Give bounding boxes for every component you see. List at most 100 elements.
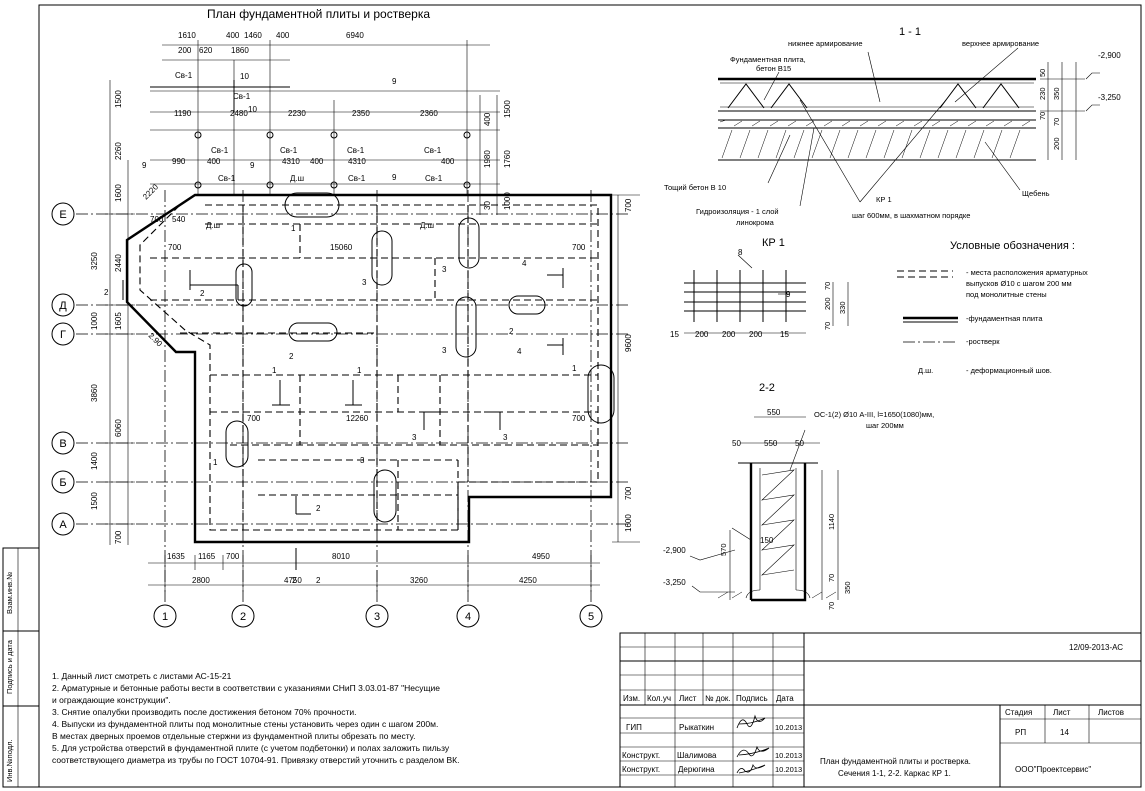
cut-4a: 4 bbox=[522, 259, 527, 268]
note-line-6: В местах дверных проемов отдельные стерж… bbox=[52, 731, 415, 741]
dim-bot-700: 700 bbox=[226, 552, 240, 561]
legend-slab: -фундаментная плита bbox=[966, 314, 1043, 323]
axis-bubble-B: Б bbox=[51, 470, 75, 494]
right-dimension-chain bbox=[479, 95, 640, 543]
s11-dim-70b: 70 bbox=[1052, 118, 1061, 126]
legend-dsh-abbr: Д.ш. bbox=[918, 366, 933, 375]
mark-sv1-f: Св-1 bbox=[424, 146, 442, 155]
dim-row4-4310b: 4310 bbox=[348, 157, 366, 166]
note-line-4: 3. Снятие опалубки производить после дос… bbox=[52, 707, 356, 717]
dim-top2-620: 620 bbox=[199, 46, 213, 55]
axis-label-E: Е bbox=[59, 209, 66, 221]
s22-dim-550b: 550 bbox=[764, 439, 778, 448]
dim-top-6940: 6940 bbox=[346, 31, 364, 40]
dim-rtop-30: 30 bbox=[483, 201, 492, 210]
s11-label-slab-concrete: бетон В15 bbox=[756, 64, 791, 73]
dim-inner-540: 540 bbox=[172, 215, 186, 224]
dim-inner-700a: 700 bbox=[150, 215, 164, 224]
dim-left-1500b: 1500 bbox=[90, 492, 99, 510]
tb-sheet-name-2: Сечения 1-1, 2-2. Каркас КР 1. bbox=[838, 769, 951, 778]
s11-dim-50: 50 bbox=[1038, 69, 1047, 77]
axis-bubble-E: Е bbox=[51, 202, 75, 226]
mark-sv1-d: Св-1 bbox=[280, 146, 298, 155]
dim-row4-4310a: 4310 bbox=[282, 157, 300, 166]
dim-row4-990: 990 bbox=[172, 157, 186, 166]
axis-label-4: 4 bbox=[465, 611, 471, 623]
legend-symbols bbox=[897, 270, 958, 343]
dim-top-1610: 1610 bbox=[178, 31, 196, 40]
legend-outlet-3: под монолитные стены bbox=[966, 290, 1047, 299]
kr1-title: КР 1 bbox=[762, 237, 785, 249]
dim-row4-400b: 400 bbox=[310, 157, 324, 166]
kr1-dim-330: 330 bbox=[838, 301, 847, 314]
kr1-dim-200a: 200 bbox=[695, 330, 709, 339]
dim-bot-8010: 8010 bbox=[332, 552, 350, 561]
mark-sv1-g: Св-1 bbox=[218, 174, 236, 183]
dim-left-2260: 2260 bbox=[114, 142, 123, 160]
axis-label-1: 1 bbox=[162, 611, 168, 623]
side-stamp-frame bbox=[2, 547, 40, 788]
kr1-dim-70b: 70 bbox=[823, 322, 832, 330]
slab-openings bbox=[225, 192, 615, 523]
mark-sv1-b: Св-1 bbox=[233, 92, 251, 101]
cut-3c: 3 bbox=[442, 346, 447, 355]
tb-date-row3: 10.2013 bbox=[775, 765, 802, 774]
axis-bubble-2: 2 bbox=[231, 604, 255, 628]
dim-bot-4750: 4750 bbox=[284, 576, 302, 585]
dim-right-700b: 700 bbox=[624, 486, 633, 500]
cut-1c: 1 bbox=[357, 366, 362, 375]
cut-3e: 3 bbox=[503, 433, 508, 442]
dim-small-10a: 10 bbox=[240, 72, 249, 81]
kr1-dim-15a: 15 bbox=[670, 330, 679, 339]
dim-inner-700c: 700 bbox=[572, 243, 586, 252]
axis-bubble-D: Д bbox=[51, 293, 75, 317]
axis-bubble-A: А bbox=[51, 512, 75, 536]
axis-bubble-3: 3 bbox=[365, 604, 389, 628]
legend-raft: -ростверк bbox=[966, 337, 1000, 346]
dim-row3-2480: 2480 bbox=[230, 109, 248, 118]
mark-sv1-e: Св-1 bbox=[347, 146, 365, 155]
tb-role-konstr1: Конструкт. bbox=[622, 751, 660, 760]
s11-label-gravel: Щебень bbox=[1022, 189, 1050, 198]
top-construction-grid bbox=[150, 40, 500, 195]
cut-3d: 3 bbox=[412, 433, 417, 442]
dim-row3-2350: 2350 bbox=[352, 109, 370, 118]
legend-outlet-2: выпусков Ø10 с шагом 200 мм bbox=[966, 279, 1072, 288]
dim-row3-1190: 1190 bbox=[174, 109, 192, 118]
dim-left-1400: 1400 bbox=[90, 452, 99, 470]
cut-3f: 3 bbox=[360, 456, 365, 465]
axis-bubble-1: 1 bbox=[153, 604, 177, 628]
cut-4b: 4 bbox=[517, 347, 522, 356]
kr1-dim-200c: 200 bbox=[749, 330, 763, 339]
stamp-inv-original: Инв.№подл. bbox=[5, 739, 14, 782]
dim-right-1600: 1600 bbox=[624, 514, 633, 532]
dim-row3-2230: 2230 bbox=[288, 109, 306, 118]
tb-header-izm: Изм. bbox=[623, 694, 640, 703]
dim-inner-2220: 2220 bbox=[141, 182, 160, 201]
cut-2a: 2 bbox=[200, 289, 205, 298]
kr1-dim-15b: 15 bbox=[780, 330, 789, 339]
mark-sv1-i: Св-1 bbox=[425, 174, 443, 183]
s22-dim-150: 150 bbox=[760, 536, 774, 545]
dim-left-3250: 3250 bbox=[90, 252, 99, 270]
s11-level-3250: -3,250 bbox=[1098, 93, 1121, 102]
s22-dim-1140: 1140 bbox=[827, 514, 836, 530]
note-line-7: 5. Для устройства отверстий в фундаментн… bbox=[52, 743, 450, 753]
axis-label-5: 5 bbox=[588, 611, 594, 623]
tb-header-list: Лист bbox=[679, 694, 697, 703]
dim-small-10b: 10 bbox=[248, 105, 257, 114]
tb-company: ООО"Проектсервис" bbox=[1015, 765, 1091, 774]
note-line-8: соответствующего диаметра из трубы по ГО… bbox=[52, 755, 459, 765]
note-line-2: 2. Арматурные и бетонные работы вести в … bbox=[52, 683, 440, 693]
kr1-dim-200b: 200 bbox=[722, 330, 736, 339]
mark-dsh-b: Д.ш bbox=[206, 221, 220, 230]
s22-dim-70a: 70 bbox=[827, 574, 836, 582]
tb-sheet-label: Лист bbox=[1053, 708, 1071, 717]
dim-inner-700b: 700 bbox=[168, 243, 182, 252]
mark-sv1-a: Св-1 bbox=[175, 71, 193, 80]
axis-label-A: А bbox=[59, 519, 67, 531]
dim-bot-1165: 1165 bbox=[198, 552, 216, 561]
s22-note-1: ОС-1(2) Ø10 А-III, l=1650(1080)мм, bbox=[814, 410, 934, 419]
kr1-drawing bbox=[684, 254, 849, 334]
